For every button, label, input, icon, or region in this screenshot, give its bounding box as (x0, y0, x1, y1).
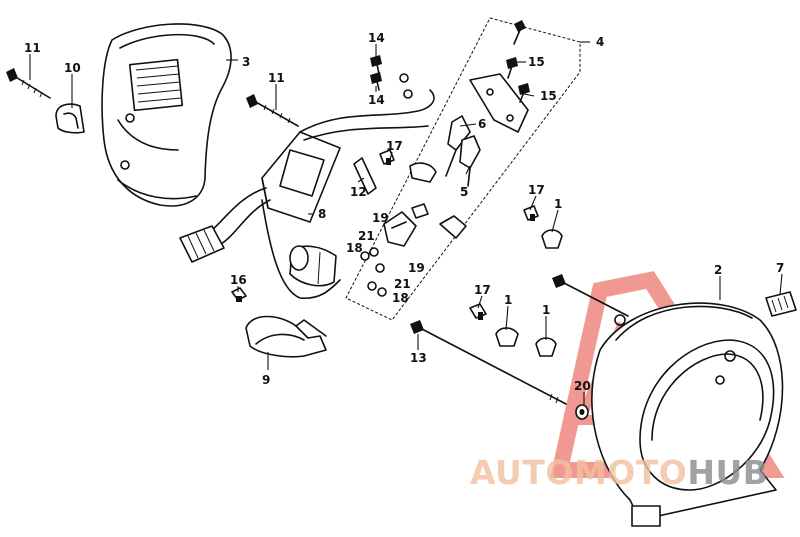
wire-connector (179, 225, 225, 263)
callout-18-upper: 18 (346, 241, 363, 255)
control-unit-part-8 (209, 89, 435, 300)
callout-21-lower: 21 (394, 277, 411, 291)
clip-part-1-c (535, 337, 557, 357)
callout-11-left: 11 (24, 41, 41, 55)
callout-14-bottom: 14 (368, 93, 385, 107)
grommet-part-10 (55, 103, 85, 134)
bolt-part-11-mid (246, 94, 299, 127)
clip-part-1-a (541, 229, 563, 249)
capacitor (289, 245, 337, 287)
clamp-part-19 (383, 203, 467, 247)
callout-6: 6 (478, 117, 486, 131)
washer-part-20 (575, 404, 589, 420)
callout-11-mid: 11 (268, 71, 285, 85)
callout-12: 12 (350, 185, 367, 199)
leader-lines (29, 44, 783, 406)
callout-9: 9 (262, 373, 270, 387)
callout-7: 7 (776, 261, 784, 275)
callout-21-upper: 21 (358, 229, 375, 243)
callout-15-top: 15 (528, 55, 545, 69)
callout-18-lower: 18 (392, 291, 409, 305)
pin-part-12 (353, 157, 377, 195)
watermark-word-part2: HUB (687, 453, 768, 492)
callout-5: 5 (460, 185, 468, 199)
connector-part-7 (765, 291, 797, 317)
through-bolt-part-13 (410, 320, 567, 405)
callout-15-bottom: 15 (540, 89, 557, 103)
callout-labels: 11 10 3 11 14 14 4 15 15 6 5 17 12 8 17 … (24, 31, 784, 393)
bolt-part-11-left (6, 68, 51, 99)
housing-part-2 (591, 302, 784, 527)
callout-17-lower: 17 (474, 283, 491, 297)
callout-14-top: 14 (368, 31, 385, 45)
bolt-part-16 (231, 287, 247, 302)
bracket-plate-part-4 (345, 17, 590, 321)
watermark-word-part1: AUTOMOTO (470, 453, 687, 492)
bolt-upper-right (552, 274, 629, 317)
nut-part-17-right-b (469, 303, 487, 320)
nut-part-17-upper (379, 149, 395, 165)
callout-19-lower: 19 (408, 261, 425, 275)
callout-13: 13 (410, 351, 427, 365)
brush-terminals-part-6-5 (409, 115, 481, 187)
watermark-wordmark: AUTOMOTOHUB (470, 453, 768, 492)
svg-text:AUTOMOTOHUB: AUTOMOTOHUB (470, 453, 768, 492)
callout-1-top: 1 (554, 197, 562, 211)
callout-17-right: 17 (528, 183, 545, 197)
screws-part-14 (370, 55, 413, 99)
fan-cover-part-3 (101, 23, 232, 207)
callout-20: 20 (574, 379, 591, 393)
bracket-part-9 (245, 315, 327, 358)
callout-17-top: 17 (386, 139, 403, 153)
callout-8: 8 (318, 207, 326, 221)
clip-part-1-b (495, 327, 519, 347)
callout-3: 3 (242, 55, 250, 69)
callout-16: 16 (230, 273, 247, 287)
callout-4: 4 (596, 35, 604, 49)
callout-1-mid: 1 (504, 293, 512, 307)
callout-19-upper: 19 (372, 211, 389, 225)
washers-part-18-21 (360, 247, 387, 297)
callout-1-right: 1 (542, 303, 550, 317)
callout-2: 2 (714, 263, 722, 277)
callout-10: 10 (64, 61, 81, 75)
